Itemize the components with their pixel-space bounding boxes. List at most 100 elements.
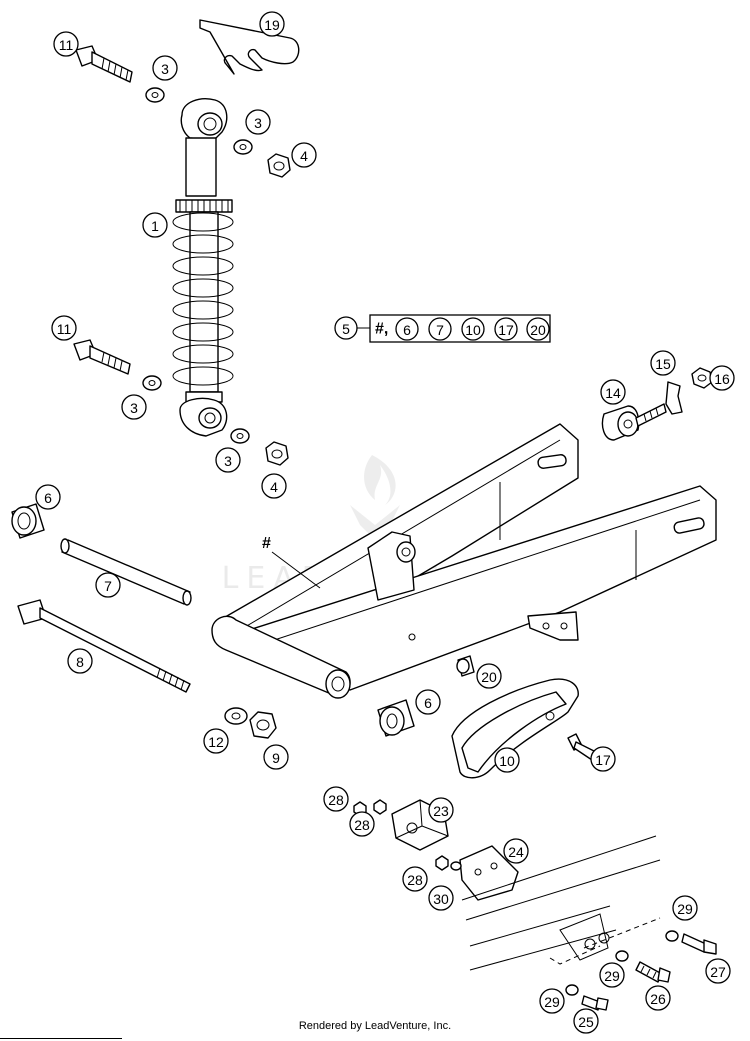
bolt-lower (73, 339, 131, 375)
svg-text:8: 8 (76, 654, 84, 670)
svg-text:29: 29 (677, 901, 693, 917)
svg-text:26: 26 (650, 991, 666, 1007)
kit-item-7: 7 (428, 317, 452, 341)
svg-text:23: 23 (433, 803, 449, 819)
callout-25: 25 (573, 1008, 599, 1034)
svg-text:3: 3 (130, 400, 138, 416)
nut-28-c (435, 855, 449, 871)
svg-text:1: 1 (151, 218, 159, 234)
callout-1: 1 (142, 212, 168, 238)
chain-slider (451, 678, 579, 779)
callout-6-a: 6 (35, 484, 61, 510)
washer-30 (450, 861, 462, 871)
svg-text:30: 30 (433, 891, 449, 907)
callout-3-d: 3 (215, 447, 241, 473)
svg-text:29: 29 (604, 968, 620, 984)
svg-text:12: 12 (208, 734, 224, 750)
svg-text:7: 7 (104, 578, 112, 594)
callout-28-a: 28 (323, 786, 349, 812)
nut-28-b (373, 799, 387, 815)
callout-29-c: 29 (539, 988, 565, 1014)
svg-text:15: 15 (655, 356, 671, 372)
svg-text:6: 6 (403, 322, 411, 338)
callout-11-upper: 11 (53, 31, 79, 57)
svg-text:10: 10 (499, 753, 515, 769)
washer-lower-right (230, 428, 250, 444)
svg-text:27: 27 (710, 964, 726, 980)
nut-upper (267, 153, 291, 178)
kit-item-20: 20 (526, 317, 550, 341)
callout-5: 5 (334, 316, 358, 340)
bolt-upper (75, 45, 133, 83)
svg-text:28: 28 (328, 792, 344, 808)
callout-20: 20 (476, 663, 502, 689)
washer-upper-left (145, 87, 165, 103)
washer-29-b (615, 950, 629, 962)
nut-lower (265, 441, 289, 466)
callout-9: 9 (263, 744, 289, 770)
kit-item-hash: #, (375, 321, 388, 338)
svg-text:7: 7 (436, 322, 444, 338)
svg-text:6: 6 (424, 695, 432, 711)
callout-16: 16 (709, 365, 735, 391)
callout-27: 27 (705, 958, 731, 984)
svg-text:17: 17 (498, 322, 514, 338)
callout-28-b: 28 (349, 811, 375, 837)
bolt-25 (581, 995, 609, 1011)
bolt-26 (635, 961, 671, 983)
svg-text:20: 20 (530, 322, 546, 338)
nut-16 (691, 367, 713, 389)
shock-absorber (172, 98, 234, 437)
svg-text:20: 20 (481, 669, 497, 685)
svg-text:25: 25 (578, 1014, 594, 1030)
sleeve-7 (60, 538, 192, 606)
washer-12 (224, 707, 248, 725)
callout-12: 12 (203, 728, 229, 754)
svg-text:3: 3 (161, 61, 169, 77)
svg-text:6: 6 (44, 490, 52, 506)
callout-3-b: 3 (245, 109, 271, 135)
callout-6-b: 6 (415, 689, 441, 715)
washer-upper-right (233, 139, 253, 155)
callout-26: 26 (645, 985, 671, 1011)
callout-8: 8 (67, 648, 93, 674)
svg-text:10: 10 (465, 322, 481, 338)
callout-11-lower: 11 (51, 315, 77, 341)
svg-text:9: 9 (272, 750, 280, 766)
chain-roller-mount (601, 403, 667, 441)
rendered-by-footer: Rendered by LeadVenture, Inc. (298, 1020, 452, 1032)
frame-section (461, 835, 661, 971)
svg-text:19: 19 (264, 17, 280, 33)
svg-text:24: 24 (508, 844, 524, 860)
washer-29-c (565, 984, 579, 996)
svg-text:5: 5 (342, 321, 350, 337)
swingarm-axle-bolt (17, 599, 191, 693)
callout-24: 24 (503, 838, 529, 864)
svg-text:17: 17 (595, 752, 611, 768)
swingarm (211, 423, 717, 699)
callout-3-a: 3 (152, 55, 178, 81)
svg-text:11: 11 (59, 37, 74, 53)
callout-17: 17 (590, 746, 616, 772)
svg-text:3: 3 (224, 453, 232, 469)
bushing-left (11, 503, 45, 539)
spanner-wrench (199, 19, 300, 75)
svg-text:28: 28 (407, 872, 423, 888)
svg-text:4: 4 (300, 148, 308, 164)
washer-29-a (665, 930, 679, 942)
kit-item-17: 17 (494, 317, 518, 341)
callout-30: 30 (428, 885, 454, 911)
callout-19: 19 (259, 11, 285, 37)
svg-text:11: 11 (57, 321, 72, 337)
spacer-20 (456, 655, 475, 677)
bolt-27 (681, 933, 717, 955)
callout-15: 15 (650, 350, 676, 376)
bushing-right (377, 699, 415, 737)
callout-4-b: 4 (261, 473, 287, 499)
callout-23: 23 (428, 797, 454, 823)
svg-text:16: 16 (714, 371, 730, 387)
callout-4-a: 4 (291, 142, 317, 168)
svg-text:4: 4 (270, 479, 278, 495)
bracket-15 (665, 381, 683, 415)
nut-9 (249, 711, 277, 739)
